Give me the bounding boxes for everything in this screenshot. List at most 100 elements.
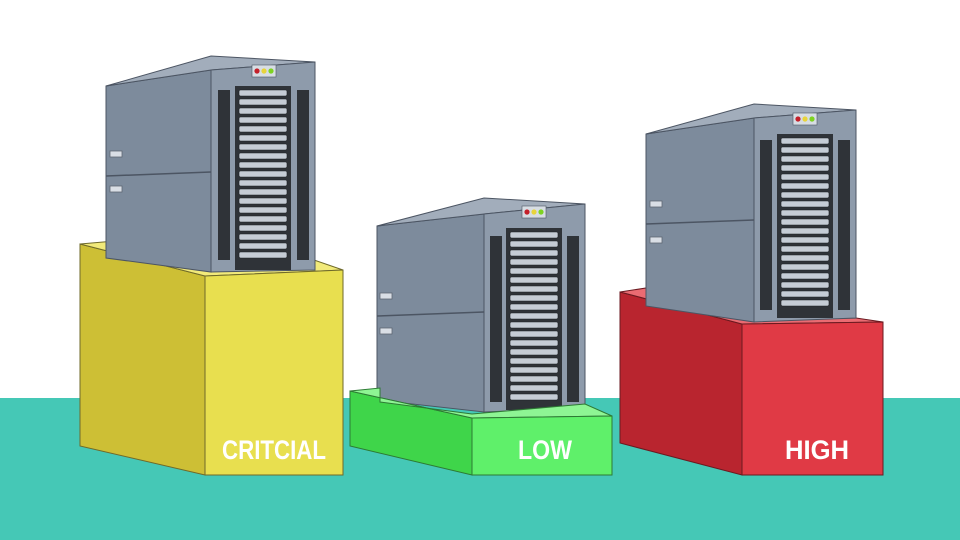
vent-bar-left [218, 90, 230, 260]
server-side-panel [105, 69, 212, 273]
low-server [376, 197, 586, 413]
led-yellow-icon [531, 209, 537, 215]
drive-slat [509, 267, 559, 275]
drive-slat [509, 294, 559, 302]
led-yellow-icon [802, 116, 808, 122]
drive-slat [509, 339, 559, 347]
drive-slat [780, 263, 830, 271]
drive-slat [238, 206, 288, 214]
drive-slot [649, 200, 663, 208]
drive-slat [780, 218, 830, 226]
drive-bay-slats [780, 137, 830, 307]
drive-slat [238, 233, 288, 241]
drive-slat [780, 245, 830, 253]
server-seam [376, 311, 485, 317]
drive-slat [780, 164, 830, 172]
critical-server [105, 55, 316, 273]
high-label: HIGH [785, 435, 849, 465]
drive-bay-slats [238, 89, 288, 259]
drive-slat [509, 357, 559, 365]
low-pedestal-front [471, 415, 613, 476]
drive-slat [780, 155, 830, 163]
drive-slat [780, 146, 830, 154]
drive-slat [238, 215, 288, 223]
drive-slat [509, 348, 559, 356]
server-seam [105, 171, 212, 177]
vent-bar-right [297, 90, 309, 260]
drive-slot [379, 292, 393, 300]
drive-slat [780, 137, 830, 145]
drive-slat [780, 290, 830, 298]
low-group: LOW [349, 197, 613, 476]
led-green-icon [809, 116, 815, 122]
drive-slat [509, 330, 559, 338]
drive-slat [238, 134, 288, 142]
drive-slat [780, 254, 830, 262]
drive-slat [238, 152, 288, 160]
vent-bar-right [838, 140, 850, 310]
led-green-icon [538, 209, 544, 215]
vent-bar-left [490, 236, 502, 402]
drive-slat [509, 285, 559, 293]
low-label: LOW [518, 435, 572, 465]
drive-slat [238, 197, 288, 205]
high-pedestal [619, 287, 884, 476]
drive-slat [780, 209, 830, 217]
drive-slat [238, 98, 288, 106]
drive-slat [238, 125, 288, 133]
high-pedestal-front [741, 321, 884, 476]
drive-slat [238, 179, 288, 187]
critical-group: CRITCIAL [79, 55, 344, 476]
drive-slat [238, 251, 288, 259]
drive-slat [509, 258, 559, 266]
drive-slat [780, 281, 830, 289]
drive-slat [238, 161, 288, 169]
drive-slat [509, 240, 559, 248]
drive-slat [509, 366, 559, 374]
drive-slat [780, 191, 830, 199]
drive-slat [509, 375, 559, 383]
drive-slat [238, 107, 288, 115]
drive-slat [509, 312, 559, 320]
drive-slat [238, 224, 288, 232]
led-red-icon [524, 209, 530, 215]
vent-bar-left [760, 140, 772, 310]
drive-slat [780, 182, 830, 190]
drive-slat [238, 116, 288, 124]
drive-slat [238, 143, 288, 151]
drive-slat [780, 299, 830, 307]
drive-slat [509, 303, 559, 311]
drive-slot [379, 327, 393, 335]
drive-slat [780, 173, 830, 181]
led-red-icon [254, 68, 260, 74]
drive-slot [649, 236, 663, 244]
high-server [645, 103, 857, 323]
high-group: HIGH [619, 103, 884, 476]
drive-slat [509, 249, 559, 257]
drive-slat [509, 231, 559, 239]
drive-slat [780, 227, 830, 235]
drive-slat [238, 188, 288, 196]
led-yellow-icon [261, 68, 267, 74]
critical-pedestal-side [79, 243, 206, 476]
critical-label: CRITCIAL [222, 435, 326, 465]
drive-slat [509, 276, 559, 284]
drive-slat [780, 200, 830, 208]
vent-bar-right [567, 236, 579, 402]
drive-slat [238, 242, 288, 250]
drive-slat [780, 272, 830, 280]
server-seam [645, 219, 755, 225]
drive-slat [509, 384, 559, 392]
drive-slat [238, 170, 288, 178]
led-red-icon [795, 116, 801, 122]
low-pedestal [349, 387, 613, 476]
drive-slat [780, 236, 830, 244]
critical-pedestal-front [204, 269, 344, 476]
drive-bay-slats [509, 231, 559, 401]
drive-slot [109, 185, 123, 193]
drive-slat [509, 393, 559, 401]
drive-slot [109, 150, 123, 158]
drive-slat [238, 89, 288, 97]
led-green-icon [268, 68, 274, 74]
